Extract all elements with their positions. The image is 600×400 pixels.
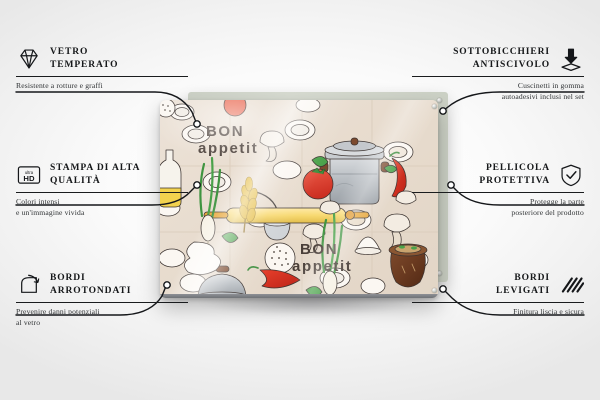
press-pad-icon	[561, 49, 581, 72]
feature-title: PELLICOLA PROTETTIVA	[479, 163, 550, 187]
ultra-hd-icon: ultra HD	[17, 166, 41, 185]
feature-title: SOTTOBICCHIERI ANTISCIVOLO	[453, 47, 550, 71]
rounded-corner-icon	[21, 275, 40, 294]
feature-subtitle: Resistente a rotture e graffi	[16, 80, 103, 90]
diagonal-lines-icon	[561, 277, 584, 294]
feature-rule	[412, 191, 584, 193]
feature-bordi-arrotondati[interactable]: BORDI ARROTONDATI Prevenire danni potenz…	[16, 272, 188, 328]
shield-check-icon	[561, 165, 581, 187]
feature-subtitle: Colori intensi e un'immagine vivida	[16, 196, 85, 217]
feature-title: VETRO TEMPERATO	[50, 47, 119, 71]
feature-subtitle: Prevenire danni potenziali al vetro	[16, 306, 100, 327]
feature-title: STAMPA DI ALTA QUALITÀ	[50, 163, 141, 187]
feature-subtitle: Protegge la parte posteriore del prodott…	[511, 196, 584, 217]
feature-rule	[16, 191, 188, 193]
feature-rule	[412, 75, 584, 77]
feature-title: BORDI LEVIGATI	[495, 273, 550, 297]
board-screw-bottom-right	[432, 288, 437, 293]
feature-rule	[412, 301, 584, 303]
board-screw-top-right	[432, 104, 437, 109]
diamond-icon	[20, 49, 38, 70]
screw-top-right	[437, 98, 442, 103]
svg-text:appetit: appetit	[292, 258, 352, 275]
svg-text:HD: HD	[23, 175, 35, 184]
product-cutting-board[interactable]: BON appetit BON appetit	[160, 100, 438, 298]
feature-pellicola-protettiva[interactable]: PELLICOLA PROTETTIVA Protegge la parte p…	[412, 162, 584, 218]
feature-stampa-alta-qualita[interactable]: ultra HD STAMPA DI ALTA QUALITÀ Colori i…	[16, 162, 188, 218]
feature-vetro-temperato[interactable]: VETRO TEMPERATO Resistente a rotture e g…	[16, 46, 188, 91]
feature-rule	[16, 75, 188, 77]
svg-text:BON: BON	[206, 123, 244, 140]
feature-bordi-levigati[interactable]: BORDI LEVIGATI Finitura liscia e sicura	[412, 272, 584, 317]
svg-text:appetit: appetit	[198, 140, 258, 157]
screw-bottom-right	[437, 271, 442, 276]
svg-text:BON: BON	[300, 241, 338, 258]
board-glass-edge	[160, 294, 438, 298]
feature-rule	[16, 301, 188, 303]
svg-text:ultra: ultra	[25, 170, 34, 175]
feature-subtitle: Cuscinetti in gomma autoadesivi inclusi …	[501, 80, 584, 101]
feature-subtitle: Finitura liscia e sicura	[513, 306, 584, 316]
feature-sottobicchieri-antiscivolo[interactable]: SOTTOBICCHIERI ANTISCIVOLO Cuscinetti in…	[412, 46, 584, 102]
board-pattern-artwork: BON appetit BON appetit	[160, 100, 438, 298]
feature-title: BORDI ARROTONDATI	[50, 273, 132, 297]
